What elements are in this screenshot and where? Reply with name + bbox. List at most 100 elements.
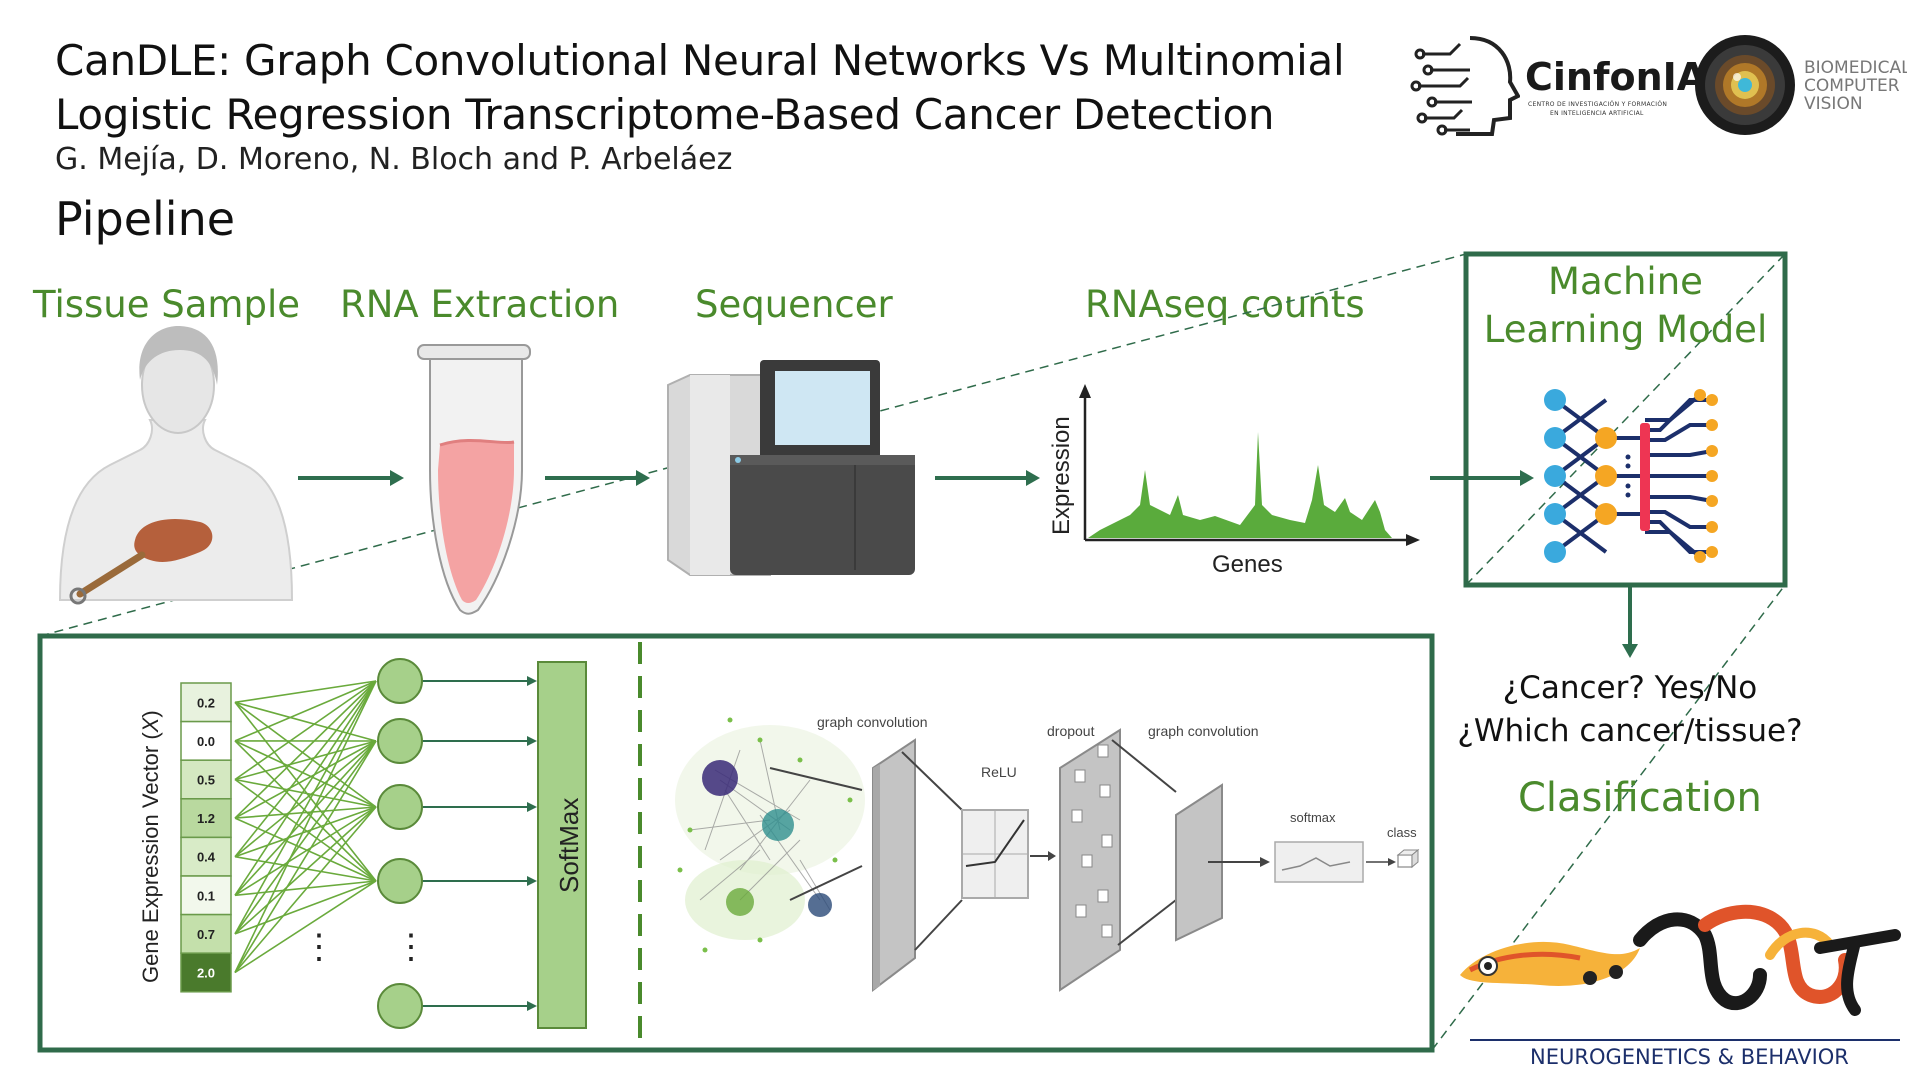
title-line-1: CanDLE: Graph Convolutional Neural Netwo… — [55, 36, 1345, 85]
lr-edge — [234, 806, 377, 935]
lr-output-arrowhead — [527, 736, 537, 746]
neuron-ellipsis: ⋮ — [394, 928, 428, 966]
gcn-label-graph-conv-1: graph convolution — [817, 714, 928, 730]
lr-edge — [234, 740, 377, 896]
lr-edge — [234, 806, 377, 858]
vector-cell — [180, 952, 232, 993]
bcv-line-3: VISION — [1804, 94, 1863, 114]
lr-neuron — [377, 858, 423, 904]
lr-edge — [234, 740, 377, 808]
vector-cell-value: 2.0 — [197, 966, 215, 981]
vector-ellipsis: ⋮ — [302, 928, 336, 966]
lr-edge — [234, 806, 377, 896]
lr-neuron — [377, 983, 423, 1029]
question-which-cancer: ¿Which cancer/tissue? — [1457, 713, 1803, 749]
test-tube-icon — [417, 344, 531, 615]
softmax-block — [537, 661, 587, 1029]
vector-cell-value: 0.0 — [197, 734, 215, 749]
plot-x-label: Genes — [1212, 551, 1283, 578]
camera-lens-icon — [1695, 35, 1795, 135]
plot-y-label: Expression — [1048, 416, 1075, 535]
rnaseq-plot — [1079, 384, 1420, 546]
lr-neuron — [377, 718, 423, 764]
pipeline-arrows — [298, 470, 1638, 658]
vector-cell — [180, 720, 232, 761]
lr-output-arrowhead — [527, 676, 537, 686]
question-cancer: ¿Cancer? Yes/No — [1502, 670, 1758, 706]
gene-expression-vector-label: Gene Expression Vector (X) — [138, 710, 163, 983]
step-rnaseq-counts: RNAseq counts — [1085, 283, 1365, 326]
ml-title-line-1: Machine — [1548, 260, 1703, 303]
cinfonia-logo: CinfonIA CENTRO DE INVESTIGACIÓN Y FORMA… — [1410, 30, 1706, 140]
lr-edge — [234, 680, 377, 781]
lr-edge — [234, 701, 377, 808]
cinfonia-name: CinfonIA — [1525, 55, 1707, 99]
cinfonia-subtitle-1: CENTRO DE INVESTIGACIÓN Y FORMACIÓN — [1528, 101, 1668, 108]
lr-neurons — [377, 658, 423, 1029]
vector-cell — [180, 798, 232, 839]
lr-connections — [234, 680, 377, 974]
authors: G. Mejía, D. Moreno, N. Bloch and P. Arb… — [55, 142, 733, 177]
lr-edge — [234, 778, 377, 882]
vector-cell-value: 0.2 — [197, 695, 215, 710]
lr-edge — [234, 740, 377, 819]
lr-edge — [234, 701, 377, 882]
lr-edge — [234, 680, 377, 858]
lr-neuron — [377, 658, 423, 704]
vector-cell-value: 0.1 — [197, 888, 215, 903]
cinfonia-subtitle-2: EN INTELIGENCIA ARTIFICIAL — [1550, 110, 1644, 117]
neural-network-icon — [1544, 389, 1718, 563]
ml-title-line-2: Learning Model — [1483, 308, 1768, 351]
lr-edge — [234, 740, 377, 973]
step-tissue-sample: Tissue Sample — [33, 283, 301, 326]
vector-cell — [180, 913, 232, 954]
lr-edge — [234, 778, 377, 808]
lr-edge — [234, 680, 377, 742]
section-heading: Pipeline — [55, 192, 236, 246]
gcn-label-relu: ReLU — [981, 764, 1017, 780]
lr-edge — [234, 701, 377, 742]
lr-edge — [234, 806, 377, 974]
head-circuit-icon — [1410, 36, 1520, 136]
lr-edge — [234, 680, 377, 935]
vector-cell — [180, 759, 232, 800]
liver-icon — [134, 519, 213, 563]
classification-label: Clasification — [1518, 775, 1762, 821]
lr-edge — [234, 806, 377, 819]
detail-panel — [37, 633, 1435, 1053]
vector-cell-value: 0.5 — [197, 773, 215, 788]
lr-edge — [234, 740, 377, 935]
bcv-logo: BIOMEDICAL COMPUTER VISION — [1692, 30, 1907, 140]
lr-edge — [234, 740, 377, 781]
lr-output-arrowhead — [527, 1001, 537, 1011]
gcn-label-class: class — [1387, 825, 1417, 840]
gcn-label-softmax: softmax — [1290, 810, 1336, 825]
lr-edge — [234, 880, 377, 974]
vector-cell — [180, 682, 232, 723]
softmax-label: SoftMax — [554, 798, 584, 893]
sequencer-icon — [667, 360, 915, 576]
step-rna-extraction: RNA Extraction — [340, 283, 620, 326]
gene-expression-vector: 0.20.00.51.20.40.10.72.0 — [180, 682, 232, 993]
lr-edge — [234, 740, 377, 858]
patient-figure — [58, 325, 294, 605]
vector-cell-value: 1.2 — [197, 811, 215, 826]
gcn-schematic: graph convolution ReLU dropout graph con… — [675, 714, 1420, 993]
lr-edge — [234, 740, 377, 882]
gcn-label-dropout: dropout — [1047, 723, 1095, 739]
bcv-line-2: COMPUTER — [1804, 76, 1900, 96]
ml-model-box — [1463, 251, 1788, 588]
vector-cell — [180, 836, 232, 877]
lr-output-arrowhead — [527, 802, 537, 812]
lr-edge — [234, 680, 377, 896]
bcv-line-1: BIOMEDICAL — [1804, 58, 1907, 78]
lr-output-connections — [422, 676, 537, 1011]
syringe-icon — [69, 551, 146, 605]
step-sequencer: Sequencer — [695, 283, 893, 326]
gcn-label-graph-conv-2: graph convolution — [1148, 723, 1259, 739]
lr-output-arrowhead — [527, 876, 537, 886]
ml-model-title: Machine Learning Model — [1466, 258, 1785, 354]
lr-edge — [234, 680, 377, 819]
title-line-2: Logistic Regression Transcriptome-Based … — [55, 90, 1275, 139]
vector-cell-value: 0.7 — [197, 927, 215, 942]
